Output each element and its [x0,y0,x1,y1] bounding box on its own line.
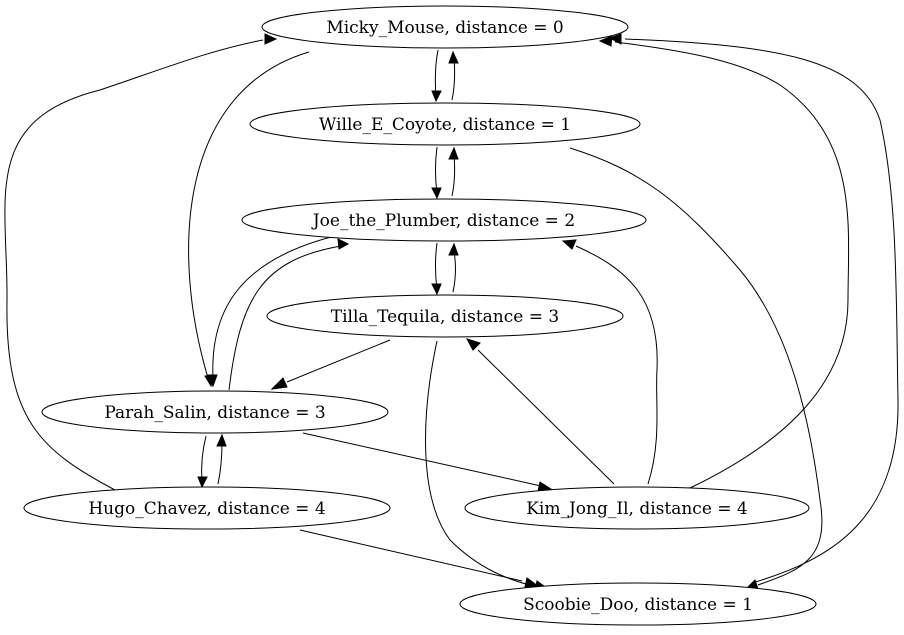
edge-kim-to-joe [561,239,658,485]
node-kim[interactable]: Kim_Jong_Il, distance = 4 [464,486,810,530]
node-tilla[interactable]: Tilla_Tequila, distance = 3 [266,294,624,338]
node-ellipse[interactable] [249,102,641,146]
arrowhead-icon [264,33,278,45]
arrowhead-icon [197,476,208,489]
edge-parah-to-hugo [197,435,208,489]
arrowhead-icon [431,187,442,200]
arrowhead-icon [448,50,459,64]
node-ellipse[interactable] [23,486,391,530]
node-ellipse[interactable] [261,5,629,49]
node-label: Hugo_Chavez, distance = 4 [88,499,325,519]
edge-line [201,435,207,482]
node-ellipse[interactable] [41,390,389,434]
arrowhead-icon [216,433,227,447]
edge-parah-to-kim [302,432,553,492]
arrowhead-icon [598,35,613,47]
arrowhead-icon [448,242,459,256]
edge-line [302,432,542,487]
arrowhead-icon [270,377,288,390]
edge-wille-to-joe [431,146,442,200]
edge-line [228,245,342,391]
edge-line [569,147,823,586]
edge-parah-to-joe [228,238,350,391]
edge-line [425,340,534,587]
edge-line [188,51,310,379]
arrowhead-icon [448,146,459,160]
edge-joe-to-parah [207,235,336,388]
node-hugo[interactable]: Hugo_Chavez, distance = 4 [23,486,391,530]
node-ellipse[interactable] [459,582,817,626]
arrowhead-icon [337,238,350,250]
edge-tilla-to-scoobie [425,340,550,591]
edge-line [286,339,391,383]
edge-joe-to-wille [448,146,459,197]
node-label: Wille_E_Coyote, distance = 1 [319,115,571,135]
edge-line [435,242,438,290]
edge-line [614,41,850,489]
edge-line [477,349,615,485]
edge-line [217,441,223,485]
arrowhead-icon [431,90,442,103]
edges-layer [4,33,899,591]
node-label: Parah_Salin, distance = 3 [104,403,325,423]
edge-kim-to-tilla [465,338,615,485]
edge-line [451,154,456,197]
edge-line [435,146,438,194]
edge-line [4,39,264,491]
arrowhead-icon [431,283,442,296]
edge-tilla-to-joe [448,242,459,293]
edge-hugo-to-scoobie [299,529,540,588]
nodes-layer: Micky_Mouse, distance = 0 Wille_E_Coyote,… [23,5,817,626]
arrowhead-icon [207,374,218,388]
node-ellipse[interactable] [241,198,647,242]
node-micky[interactable]: Micky_Mouse, distance = 0 [261,5,629,49]
arrowhead-icon [561,239,577,250]
node-label: Micky_Mouse, distance = 0 [326,18,563,38]
edge-line [299,529,523,582]
node-label: Kim_Jong_Il, distance = 4 [526,499,748,519]
node-joe[interactable]: Joe_the_Plumber, distance = 2 [241,198,647,242]
node-ellipse[interactable] [266,294,624,338]
edge-hugo-to-micky [4,33,278,491]
node-label: Tilla_Tequila, distance = 3 [331,307,559,327]
arrowhead-icon [608,33,622,45]
edge-line [624,38,899,584]
edge-line [212,235,336,379]
node-label: Joe_the_Plumber, distance = 2 [311,211,575,231]
arrowhead-icon [465,338,481,351]
edge-scoobie-to-micky [608,33,899,584]
edge-tilla-to-parah [270,339,391,390]
edge-line [434,49,439,98]
edge-wille-to-micky [448,50,459,101]
edge-micky-to-wille [431,49,442,103]
edge-line [452,250,456,293]
node-label: Scoobie_Doo, distance = 1 [523,595,753,615]
node-scoobie[interactable]: Scoobie_Doo, distance = 1 [459,582,817,626]
node-wille[interactable]: Wille_E_Coyote, distance = 1 [249,102,641,146]
edge-hugo-to-parah [216,433,227,485]
edge-line [575,245,658,485]
node-parah[interactable]: Parah_Salin, distance = 3 [41,390,389,434]
node-ellipse[interactable] [464,486,810,530]
edge-joe-to-tilla [431,242,442,296]
edge-kim-to-micky [598,35,850,489]
